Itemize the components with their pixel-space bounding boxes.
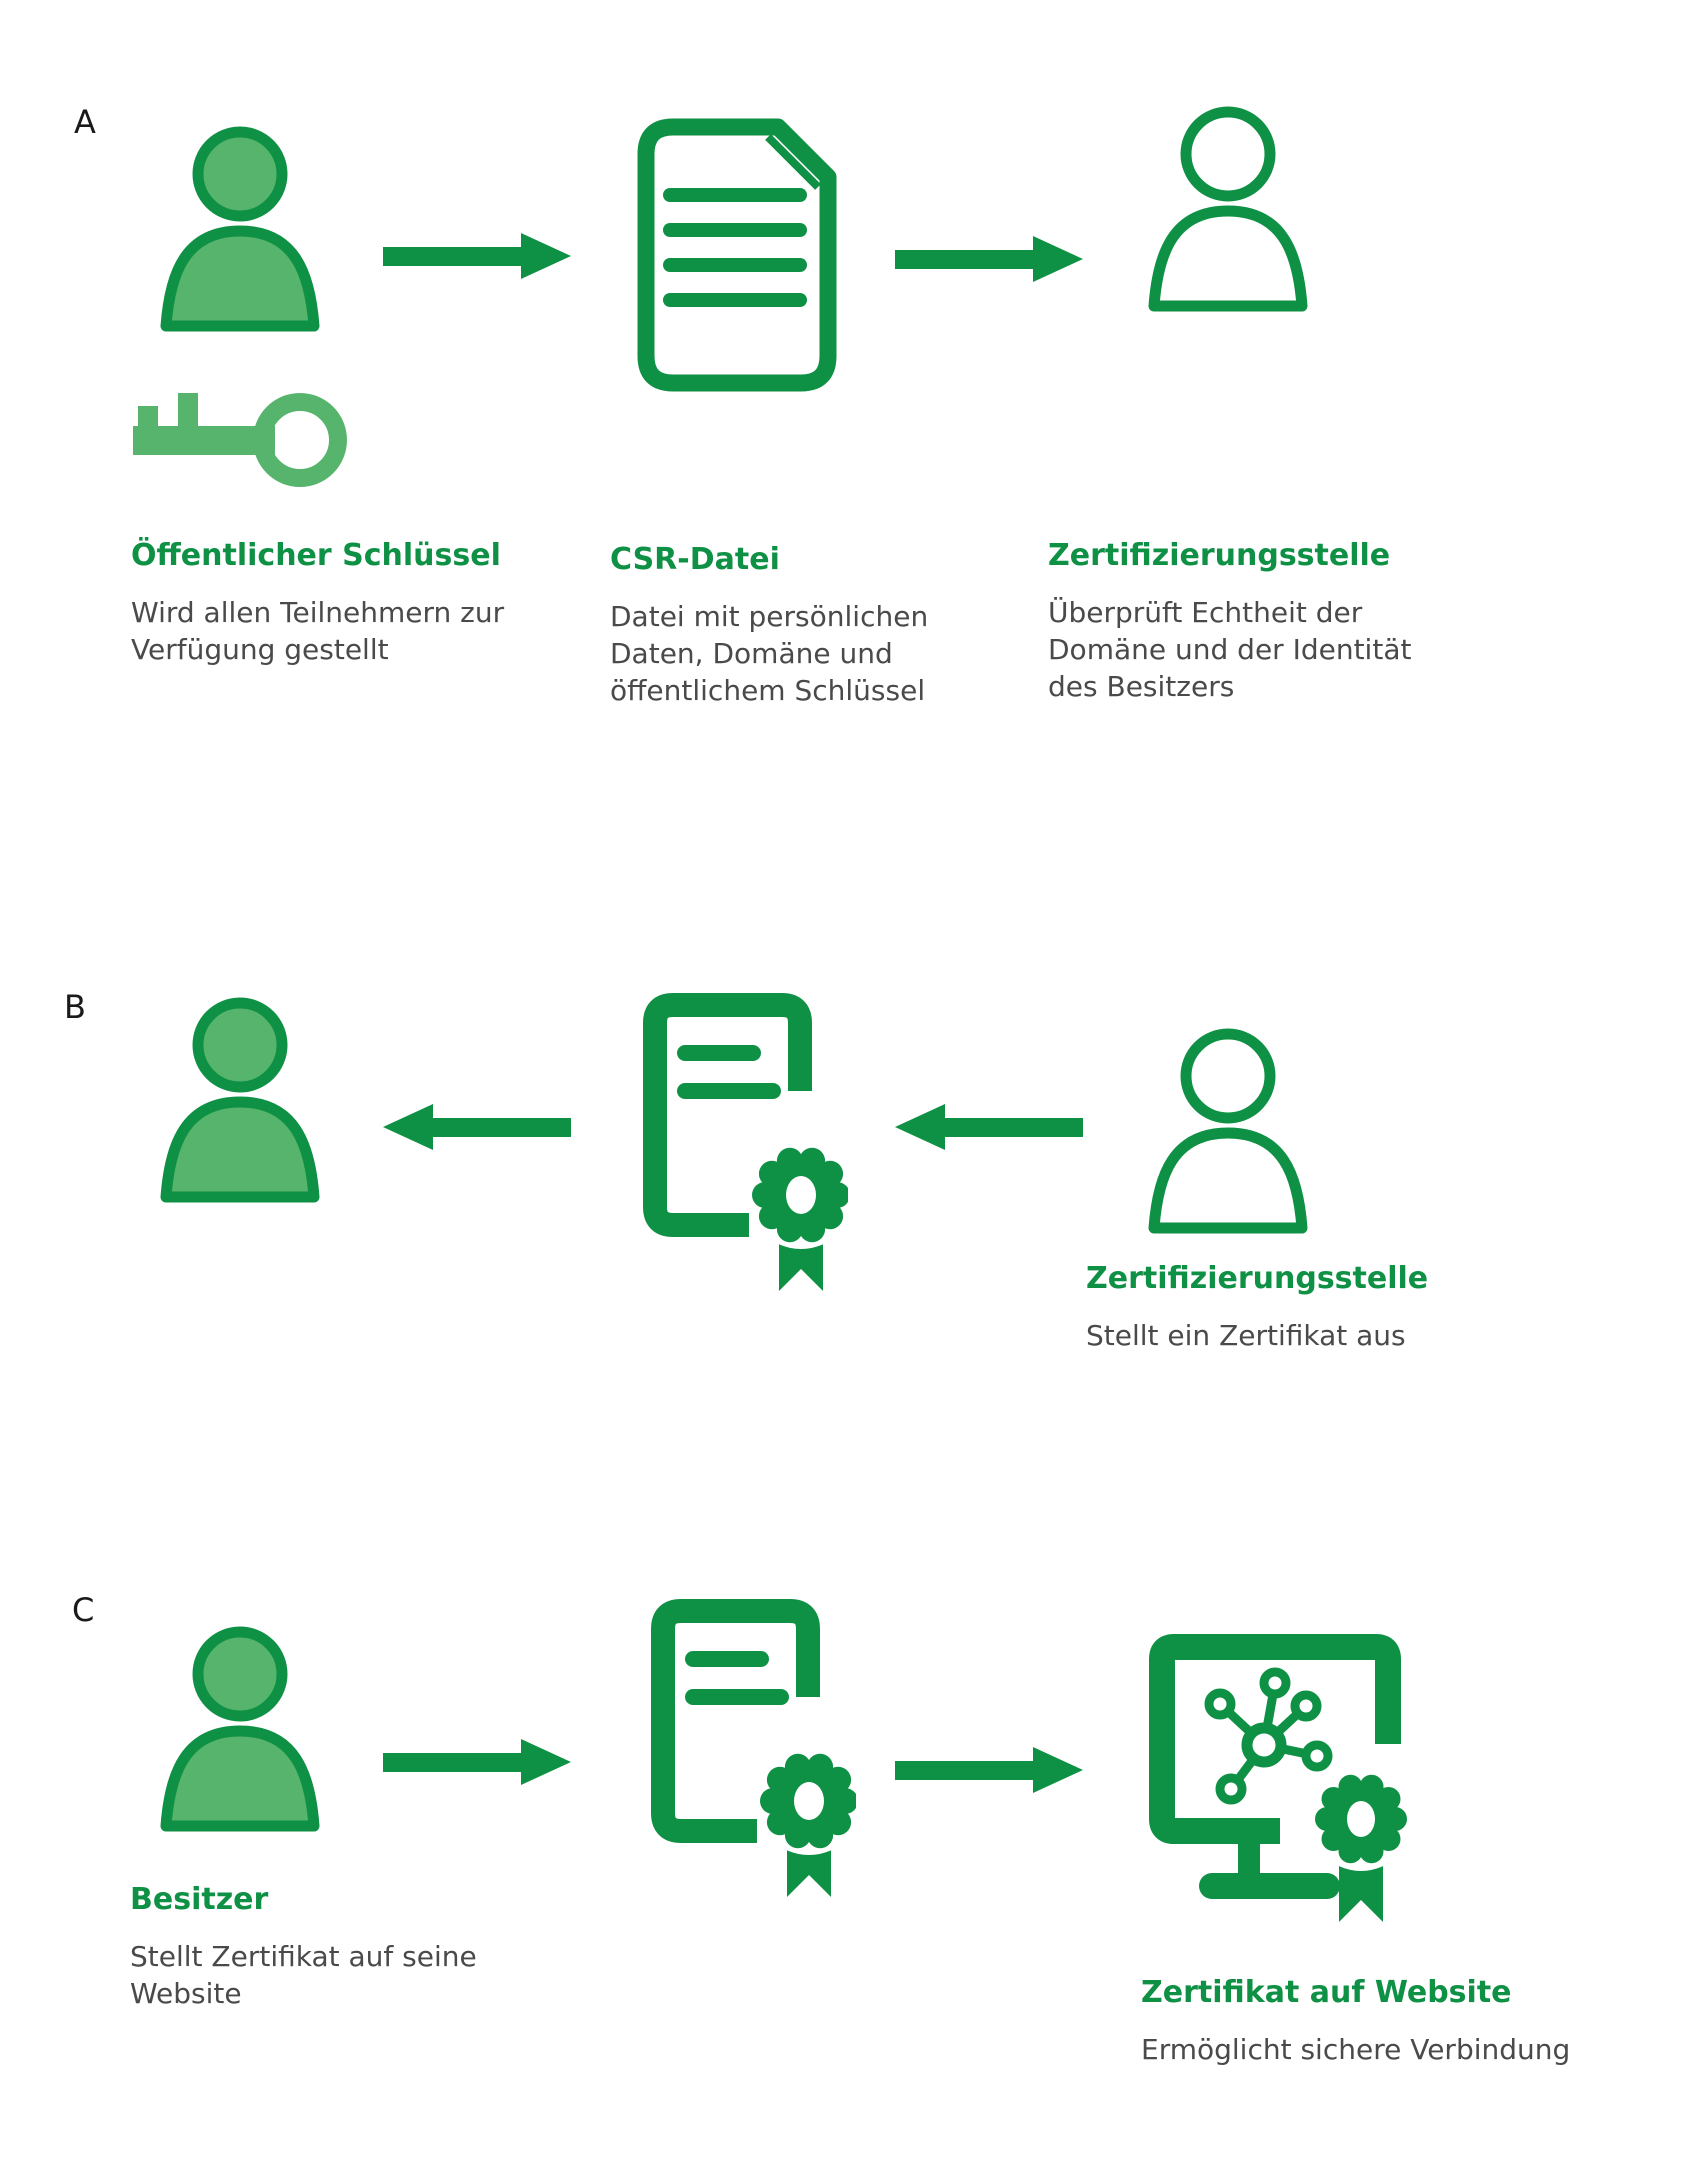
owner-user-icon [158,997,322,1203]
owner-user-icon [158,126,322,332]
issuing-authority-body: Stellt ein Zertifikat aus [1086,1319,1406,1352]
owner-heading: Besitzer [130,1882,269,1917]
certificate-icon [641,1589,856,1899]
public-key-icon [133,393,347,488]
certificate-icon [633,983,848,1293]
issuing-authority-heading: Zertifizierungsstelle [1086,1261,1429,1296]
owner-label: Besitzer Stellt Zertifikat auf seine Web… [130,1881,520,2012]
csr-file-heading: CSR-Datei [610,542,780,577]
website-monitor-icon [1137,1622,1437,1932]
certificate-authority-label: Zertifizierungsstelle Überprüft Echtheit… [1048,537,1448,705]
certificate-authority-heading: Zertifizierungsstelle [1048,538,1391,573]
website-certificate-label: Zertifikat auf Website Ermöglicht sicher… [1141,1974,1570,2068]
section-label-c: C [72,1591,95,1629]
website-certificate-body: Ermöglicht sichere Verbindung [1141,2033,1571,2066]
arrow-right-icon [383,233,571,279]
arrow-left-icon [383,1104,571,1150]
issuing-authority-label: Zertifizierungsstelle Stellt ein Zertifi… [1086,1260,1428,1354]
arrow-right-icon [895,1747,1083,1793]
public-key-body: Wird allen Teilnehmern zur Verfügung ges… [131,596,505,666]
certificate-authority-user-icon [1146,1028,1310,1234]
section-label-a: A [74,103,96,141]
arrow-left-icon [895,1104,1083,1150]
certificate-authority-body: Überprüft Echtheit der Domäne und der Id… [1048,596,1412,703]
arrow-right-icon [383,1739,571,1785]
owner-user-icon [158,1626,322,1832]
website-certificate-heading: Zertifikat auf Website [1141,1975,1512,2010]
csr-file-body: Datei mit persönlichen Daten, Domäne und… [610,600,929,707]
public-key-heading: Öffentlicher Schlüssel [131,538,501,573]
section-label-b: B [64,988,86,1026]
public-key-label: Öffentlicher Schlüssel Wird allen Teilne… [131,537,529,668]
certificate-authority-user-icon [1146,106,1310,312]
arrow-right-icon [895,236,1083,282]
owner-body: Stellt Zertifikat auf seine Website [130,1940,477,2010]
csr-file-label: CSR-Datei Datei mit persönlichen Daten, … [610,541,955,709]
csr-document-icon [637,118,837,392]
